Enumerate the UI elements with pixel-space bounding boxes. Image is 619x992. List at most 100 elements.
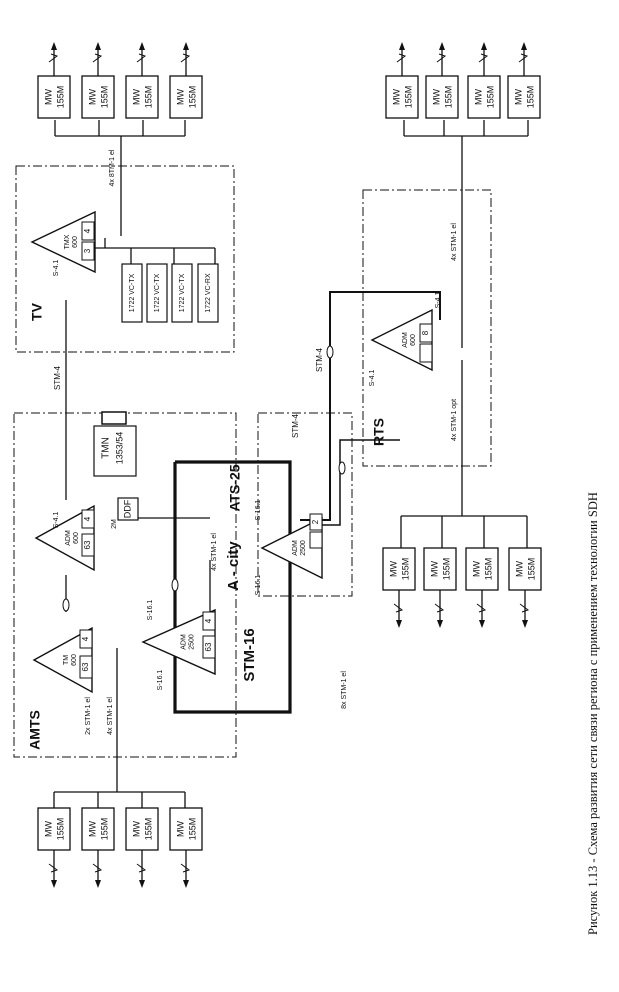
mw-radio-rts-opt-line2: 155M	[400, 558, 410, 581]
tv-unit-box	[197, 263, 219, 323]
mw-radio-tv-antenna-arrow	[139, 42, 145, 50]
label-s41: S-4.1	[53, 260, 60, 277]
mw-radio-amts-antenna-zigzag	[92, 863, 103, 873]
mw-radio-tv	[125, 75, 159, 119]
mw-radio-rts	[425, 75, 459, 119]
link-marker	[338, 461, 346, 475]
tv-unit-label: 1722 VC-RX	[205, 273, 212, 313]
mw-radio-rts-line1: MW	[391, 89, 401, 105]
label-stm1-count: 2x STM-1 el	[85, 697, 92, 735]
mw-radio-rts-opt-line1: MW	[429, 561, 439, 577]
mw-radio-rts-line2: 155M	[525, 86, 535, 109]
mw-radio-tv-line2: 155M	[99, 86, 109, 109]
node-adm2500-city-port	[202, 635, 216, 659]
label-stm1-count: 8x STM-1 el	[341, 671, 348, 709]
figure-caption: Рисунок 1.13 - Схема развития сети связи…	[586, 492, 600, 935]
node-adm600-amts-port-label: 4	[83, 516, 92, 521]
block-label-tv: TV	[29, 302, 45, 321]
node-tmx600-port-label: 3	[83, 248, 92, 253]
mw-radio-rts-line2: 155M	[485, 86, 495, 109]
mw-radio-tv-antenna-arrow	[183, 42, 189, 50]
mw-radio-amts-line2: 155M	[99, 818, 109, 841]
mw-radio-amts-line1: MW	[87, 821, 97, 837]
mw-radio-amts-line2: 155M	[55, 818, 65, 841]
ddf-box	[117, 497, 139, 521]
label-stm1-count: 4x STM-1 el	[211, 533, 218, 571]
node-adm600-rts-port	[419, 343, 433, 363]
tv-unit-label: 1722 VC-TX	[154, 273, 161, 312]
node-tm600-model: 600	[71, 654, 78, 666]
mw-radio-rts-opt-line2: 155M	[483, 558, 493, 581]
label-stm4: STM-4	[291, 413, 300, 438]
mw-radio-rts-line1: MW	[431, 89, 441, 105]
label-s41: S-4.1	[53, 512, 60, 529]
node-adm2500-ats-model: 2500	[300, 540, 307, 556]
node-adm600-rts-port	[419, 323, 433, 343]
mw-radio-amts-antenna-arrow	[139, 880, 145, 888]
mw-radio-amts-line1: MW	[43, 821, 53, 837]
label-stm16: STM-16	[241, 628, 258, 681]
tv-unit-label: 1722 VC-TX	[179, 273, 186, 312]
node-tm600-port-label: 63	[81, 662, 90, 671]
node-adm600-amts-type: ADM	[65, 530, 72, 546]
mw-radio-rts-opt	[508, 547, 542, 591]
tv-unit-label: 1722 VC-TX	[129, 273, 136, 312]
mw-radio-tv-line1: MW	[43, 89, 53, 105]
block-label-amts: AMTS	[27, 710, 43, 750]
node-adm600-rts-port-label: 8	[421, 330, 430, 335]
link-marker	[171, 578, 179, 592]
label-2m: 2M	[111, 519, 118, 529]
block-label-rts: RTS	[371, 418, 387, 446]
mw-radio-amts-line2: 155M	[187, 818, 197, 841]
node-adm2500-ats-type: ADM	[292, 540, 299, 556]
mw-radio-amts	[125, 807, 159, 851]
mw-radio-rts-opt-antenna-zigzag	[519, 603, 530, 613]
node-tmx600-port	[81, 241, 95, 261]
mw-radio-rts-antenna-zigzag	[396, 53, 407, 63]
mw-radio-amts	[81, 807, 115, 851]
tmn-screen-icon	[101, 411, 127, 425]
mw-radio-rts-line1: MW	[473, 89, 483, 105]
mw-radio-rts-antenna-zigzag	[478, 53, 489, 63]
label-s161: S-16.1	[157, 670, 164, 691]
mw-radio-rts-antenna-arrow	[481, 42, 487, 50]
link-marker	[326, 345, 334, 359]
tv-unit-box	[146, 263, 168, 323]
mw-radio-tv-line1: MW	[175, 89, 185, 105]
node-adm2500-city-port-label: 4	[204, 618, 213, 623]
label-s161: S-16.1	[255, 500, 262, 521]
mw-radio-tv-line1: MW	[131, 89, 141, 105]
ddf-label: DDF	[122, 499, 132, 518]
node-adm600-amts-port	[81, 509, 95, 529]
node-tm600-port-label: 4	[81, 636, 90, 641]
mw-radio-rts-opt-line1: MW	[388, 561, 398, 577]
node-adm600-amts-port-label: 63	[83, 540, 92, 549]
mw-radio-tv-antenna-arrow	[51, 42, 57, 50]
label-s41: S-4.1	[369, 370, 376, 387]
label-s161: S-16.1	[147, 600, 154, 621]
label-s161: S-16.1	[255, 575, 262, 596]
link-marker	[62, 598, 70, 612]
node-adm2500-city-type: ADM	[180, 634, 187, 650]
tv-unit-box	[171, 263, 193, 323]
node-adm600-rts-model: 600	[410, 334, 417, 346]
mw-radio-amts-antenna-zigzag	[136, 863, 147, 873]
mw-radio-amts-antenna-arrow	[51, 880, 57, 888]
node-adm600-amts-port	[81, 533, 95, 557]
node-adm2500-ats-port	[309, 513, 323, 531]
mw-radio-amts-antenna-zigzag	[48, 863, 59, 873]
mw-radio-rts	[385, 75, 419, 119]
mw-radio-tv-antenna-arrow	[95, 42, 101, 50]
mw-radio-amts-line1: MW	[131, 821, 141, 837]
label-stm4: STM-4	[53, 365, 62, 390]
mw-radio-amts-antenna-zigzag	[180, 863, 191, 873]
mw-radio-rts-opt-antenna-arrow	[522, 620, 528, 628]
node-tm600-type: TM	[63, 655, 70, 665]
label-stm4: STM-4	[315, 347, 324, 372]
mw-radio-rts-antenna-arrow	[439, 42, 445, 50]
mw-radio-tv-line1: MW	[87, 89, 97, 105]
mw-radio-rts-antenna-arrow	[399, 42, 405, 50]
label-stm1-count: 4x STM-1 el	[451, 223, 458, 261]
mw-radio-rts-opt-line2: 155M	[526, 558, 536, 581]
